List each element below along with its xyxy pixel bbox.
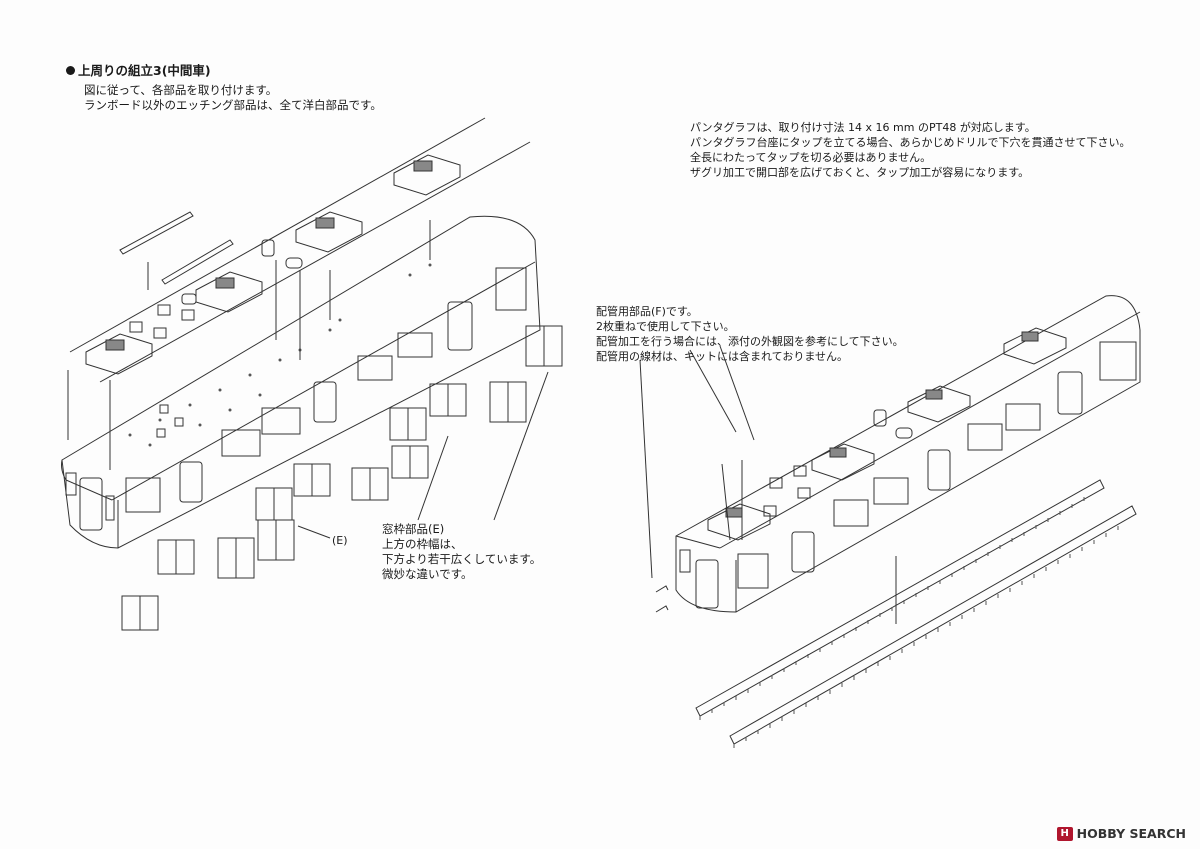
roof-ventilator xyxy=(1003,327,1067,365)
piping-note-line: 配管用部品(F)です。 xyxy=(596,305,698,318)
pantograph-note-line: パンタグラフは、取り付け寸法 14 x 16 mm のPT48 が対応します。 xyxy=(690,121,1036,134)
intro-line: ランボード以外のエッチング部品は、全て洋白部品です。 xyxy=(84,98,382,112)
pantograph-note-line: ザグリ加工で開口部を広げておくと、タップ加工が容易になります。 xyxy=(690,166,1030,179)
roof-ventilator xyxy=(195,271,263,313)
piping-note-line: 2枚重ねで使用して下さい。 xyxy=(596,320,735,333)
part-label-e: (E) xyxy=(332,534,348,547)
window-frame-note-line: 上方の枠幅は、 xyxy=(382,537,463,551)
piping-notes: 配管用部品(F)です。 2枚重ねで使用して下さい。 配管加工を行う場合には、添付… xyxy=(596,304,904,364)
right-car-drawing xyxy=(639,295,1141,748)
watermark: H HOBBY SEARCH xyxy=(1056,826,1186,841)
pantograph-note-line: 全長にわたってタップを切る必要はありません。 xyxy=(690,151,932,164)
section-heading: 上周りの組立3(中間車) xyxy=(66,60,211,79)
window-frame-note-line: 微妙な違いです。 xyxy=(382,567,473,581)
watermark-text: HOBBY SEARCH xyxy=(1076,826,1186,841)
intro-text: 図に従って、各部品を取り付けます。 ランボード以外のエッチング部品は、全て洋白部… xyxy=(84,83,382,113)
pantograph-note-line: パンタグラフ台座にタップを立てる場合、あらかじめドリルで下穴を貫通させて下さい。 xyxy=(690,136,1131,149)
intro-line: 図に従って、各部品を取り付けます。 xyxy=(84,83,278,97)
roof-ventilator xyxy=(393,154,461,196)
window-frame-note-line: 窓枠部品(E) xyxy=(382,522,445,536)
window-frame-notes: 窓枠部品(E) 上方の枠幅は、 下方より若干広くしています。 微妙な違いです。 xyxy=(382,522,541,582)
piping-note-line: 配管加工を行う場合には、添付の外観図を参考にして下さい。 xyxy=(596,335,904,348)
watermark-logo-icon: H xyxy=(1056,826,1073,841)
piping-note-line: 配管用の線材は、キットには含まれておりません。 xyxy=(596,350,849,363)
roof-ventilator xyxy=(707,503,771,541)
roof-ventilator xyxy=(907,385,971,423)
left-car-drawing xyxy=(61,117,563,631)
roof-ventilator xyxy=(295,211,363,253)
pantograph-notes: パンタグラフは、取り付け寸法 14 x 16 mm のPT48 が対応します。 … xyxy=(690,120,1131,180)
roof-ventilator xyxy=(811,443,875,481)
bullet-icon xyxy=(66,66,75,75)
roof-ventilator xyxy=(85,333,153,375)
window-frame-note-line: 下方より若干広くしています。 xyxy=(382,552,542,566)
heading-text: 上周りの組立3(中間車) xyxy=(78,63,211,78)
